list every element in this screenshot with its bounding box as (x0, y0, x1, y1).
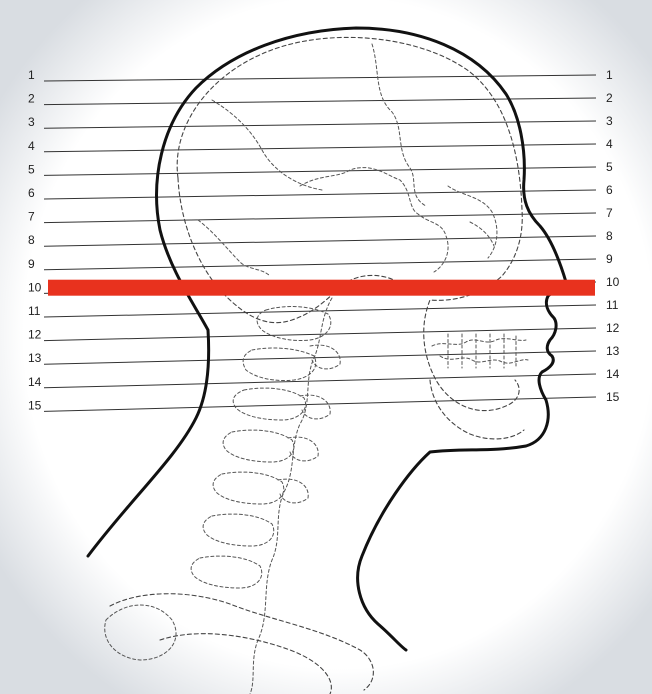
slice-label-left-1: 1 (28, 68, 35, 82)
cervical-spine-dashed (104, 297, 374, 694)
slice-label-right-2: 2 (606, 91, 613, 105)
slice-label-right-12: 12 (606, 321, 620, 335)
slice-label-right-8: 8 (606, 229, 613, 243)
slice-label-left-3: 3 (28, 115, 35, 129)
slice-label-left-12: 12 (28, 328, 42, 342)
slice-line-15 (43, 396, 597, 412)
slice-label-right-7: 7 (606, 206, 613, 220)
slice-line-7 (43, 212, 597, 224)
slice-label-left-13: 13 (28, 351, 42, 365)
slice-line-3 (43, 120, 597, 129)
slice-label-left-8: 8 (28, 233, 35, 247)
slice-label-right-3: 3 (606, 114, 613, 128)
slice-label-right-14: 14 (606, 367, 620, 381)
slice-label-left-2: 2 (28, 92, 35, 106)
slice-line-13 (43, 350, 597, 365)
slice-line-8 (43, 235, 597, 247)
slice-line-9 (43, 258, 597, 271)
slice-line-6 (43, 189, 597, 200)
slice-label-left-14: 14 (28, 375, 42, 389)
slice-label-right-1: 1 (606, 68, 613, 82)
slice-label-left-15: 15 (28, 398, 42, 412)
head-solid-outline (86, 26, 568, 652)
slice-label-right-6: 6 (606, 183, 613, 197)
slice-label-right-11: 11 (606, 298, 619, 312)
slice-label-left-7: 7 (28, 210, 35, 224)
slice-label-left-6: 6 (28, 186, 35, 200)
slice-line-2 (43, 97, 597, 106)
highlighted-slice-bar (48, 279, 595, 296)
slice-label-left-9: 9 (28, 257, 35, 271)
slice-label-right-10: 10 (606, 275, 620, 289)
slice-label-right-9: 9 (606, 252, 613, 266)
slice-label-right-4: 4 (606, 137, 613, 151)
slice-label-right-5: 5 (606, 160, 613, 174)
slice-label-left-11: 11 (28, 304, 41, 318)
slice-line-5 (43, 166, 597, 176)
slice-label-right-15: 15 (606, 390, 620, 404)
slice-label-left-4: 4 (28, 139, 35, 153)
slice-line-1 (43, 74, 597, 82)
slice-line-14 (43, 373, 597, 389)
slice-label-left-5: 5 (28, 162, 35, 176)
slice-line-4 (43, 143, 597, 153)
slice-label-right-13: 13 (606, 344, 620, 358)
slice-label-left-10: 10 (28, 280, 42, 294)
